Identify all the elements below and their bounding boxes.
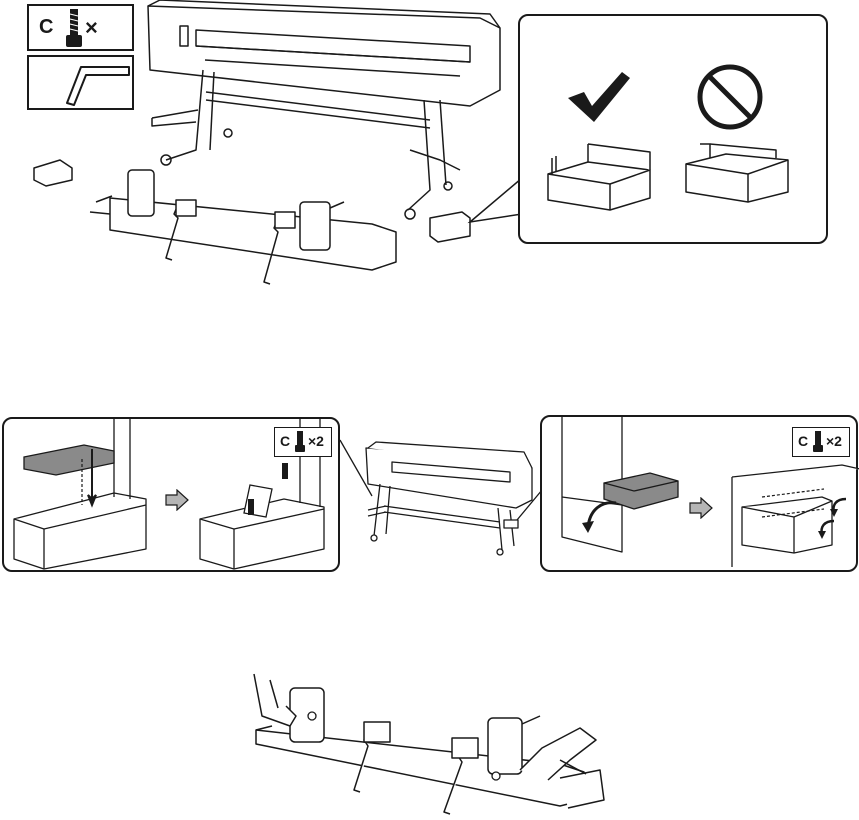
prohibited-icon <box>695 62 765 132</box>
step2-left-screw-callout: C ×2 <box>274 427 332 457</box>
bracket-wrong <box>680 134 800 214</box>
step2-right-screw-callout: C ×2 <box>792 427 850 457</box>
bracket-screw-panel: C ×2 <box>540 415 858 572</box>
rotate-arrow-icon <box>828 495 852 519</box>
screw-letter: C <box>798 433 808 449</box>
rotate-arrow-icon <box>816 517 840 541</box>
checkmark-icon <box>564 68 634 128</box>
hex-key-icon <box>29 57 136 112</box>
screw-letter: C <box>39 16 53 39</box>
screw-quantity: ×2 <box>826 433 842 449</box>
screw-quantity: ×2 <box>308 433 324 449</box>
bracket-mount-panel: C ×2 <box>2 417 340 572</box>
next-step-arrow-icon <box>688 497 714 519</box>
bracket-correct <box>542 134 662 214</box>
screw-multiplier: × <box>85 15 98 41</box>
hex-bolt-icon <box>811 430 825 454</box>
hex-bolt-icon <box>293 430 307 454</box>
next-step-arrow-icon <box>164 489 190 511</box>
screw-parts-box: C × <box>27 4 134 51</box>
screw-letter: C <box>280 433 290 449</box>
rotate-arrow-icon <box>582 497 622 537</box>
hex-key-box <box>27 55 134 110</box>
orientation-panel <box>518 14 828 244</box>
